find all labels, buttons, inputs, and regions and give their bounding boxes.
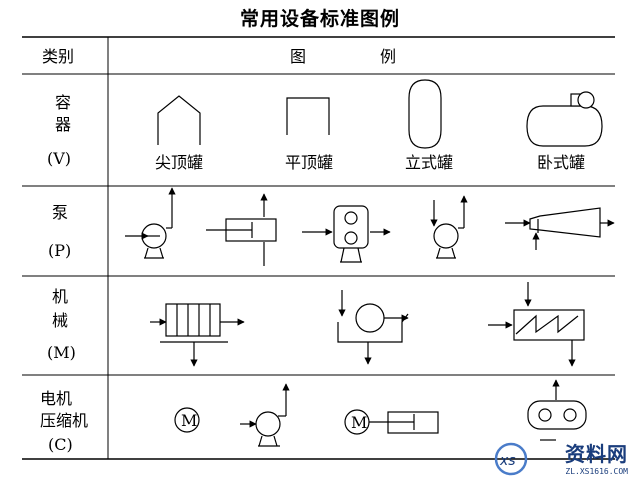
- row-container-line2: 器: [55, 115, 71, 134]
- heat-exchanger-symbol: [488, 282, 585, 367]
- row-pump-line1: 泵: [52, 203, 68, 222]
- row-machinery-line1: 机: [52, 287, 68, 306]
- horizontal-tank-symbol: [526, 91, 603, 147]
- row-container-code: (V): [47, 149, 71, 168]
- reciprocating-pump-symbol: [206, 193, 277, 266]
- label-pointed-roof-tank: 尖顶罐: [155, 153, 203, 172]
- watermark-text: 资料网: [565, 442, 628, 466]
- submersible-pump-symbol: [430, 195, 468, 259]
- flat-roof-tank-symbol: [286, 97, 330, 135]
- centrifugal-pump-symbol: [125, 187, 176, 259]
- row-container-line1: 容: [55, 93, 71, 112]
- pointed-roof-tank-symbol: [157, 95, 201, 145]
- motor-driven-compressor-letter: M: [351, 413, 367, 432]
- table-grid: [22, 36, 615, 460]
- label-horizontal-tank: 卧式罐: [537, 153, 585, 172]
- gear-pump-symbol: [302, 205, 391, 263]
- svg-text:xs: xs: [499, 453, 516, 469]
- rotary-compressor-symbol: [527, 379, 587, 441]
- page-title: 常用设备标准图例: [239, 8, 400, 30]
- row-machinery-line2: 械: [52, 311, 68, 330]
- vertical-tank-symbol: [408, 79, 442, 149]
- row-machinery-code: (M): [47, 343, 76, 362]
- row-motor-line1: 电机: [40, 389, 72, 408]
- motor-driven-compressor-symbol: [344, 409, 439, 435]
- rotary-filter-symbol: [337, 290, 409, 365]
- label-vertical-tank: 立式罐: [405, 153, 453, 172]
- jet-pump-symbol: [505, 207, 615, 250]
- header-legend-right: 例: [380, 47, 396, 66]
- row-motor-line2: 压缩机: [40, 411, 88, 430]
- motor-symbol-letter: M: [181, 411, 197, 430]
- compressor-centrifugal-symbol: [240, 383, 290, 447]
- motor-symbol: [174, 407, 200, 433]
- watermark: 资料网 ZL.XS1616.COM: [565, 438, 628, 476]
- watermark-logo-icon: xs: [494, 442, 528, 476]
- row-pump-code: (P): [48, 241, 71, 260]
- header-legend-left: 图: [290, 47, 306, 66]
- watermark-url: ZL.XS1616.COM: [565, 467, 628, 476]
- header-category: 类别: [42, 47, 74, 66]
- filter-symbol: [150, 303, 245, 367]
- label-flat-roof-tank: 平顶罐: [285, 153, 333, 172]
- row-motor-code: (C): [48, 435, 73, 454]
